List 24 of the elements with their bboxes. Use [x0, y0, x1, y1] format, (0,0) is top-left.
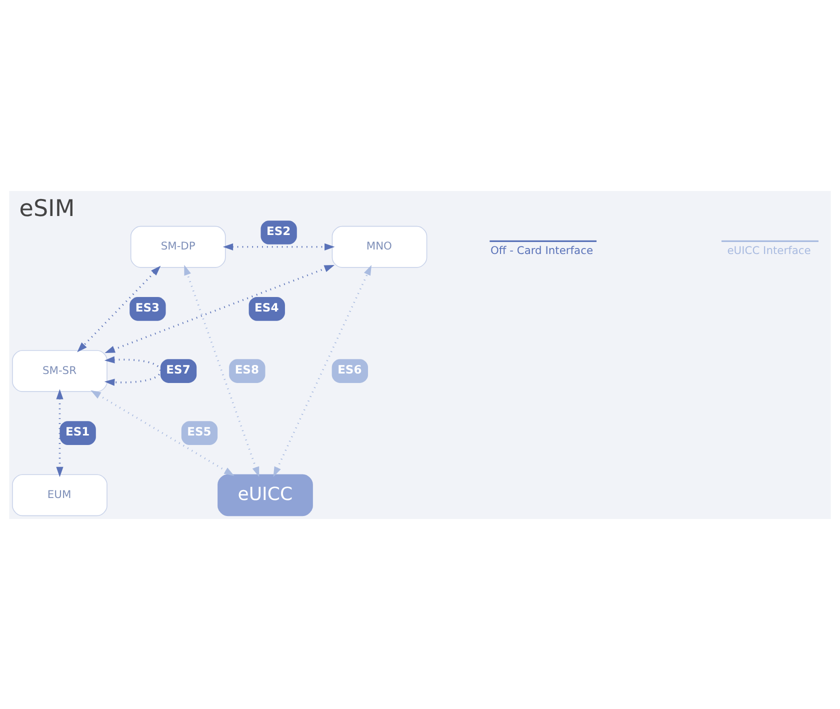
edge-label: ES3 [135, 300, 160, 314]
arrow [56, 388, 64, 477]
node-box: eUICC [218, 474, 313, 516]
node-box: EUM [12, 474, 108, 516]
legend-label: eUICC Interface [727, 243, 811, 256]
edge-label: ES1 [65, 424, 90, 438]
arrow [222, 242, 335, 250]
arrow [104, 356, 162, 386]
arrow [104, 264, 335, 352]
edge-label: ES5 [187, 424, 212, 438]
diagram-title: eSIM [19, 195, 75, 222]
arrow [184, 264, 260, 477]
edge-label: ES4 [254, 300, 279, 314]
arrow [90, 390, 234, 476]
arrow [273, 264, 372, 476]
edge-label: ES6 [338, 362, 362, 376]
edge-label: ES2 [266, 224, 291, 238]
legend-label: Off - Card Interface [490, 243, 594, 256]
edge-label: ES8 [234, 362, 259, 376]
node-box: SM-SR [12, 350, 108, 392]
edge-label: ES7 [166, 362, 190, 376]
arrow [77, 265, 161, 352]
node-box: SM-DP [130, 225, 226, 268]
node-box: MNO [332, 225, 428, 268]
